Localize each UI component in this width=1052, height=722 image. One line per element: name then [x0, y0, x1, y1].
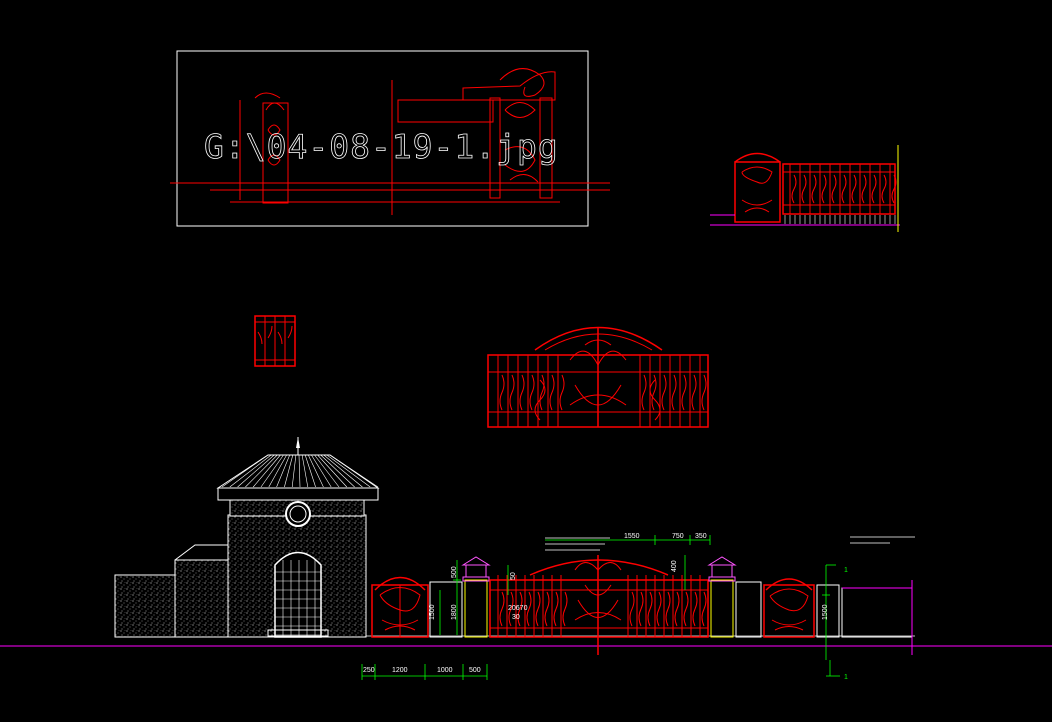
guardhouse[interactable]	[114, 437, 380, 638]
main-gate-elevation-detail[interactable]	[487, 326, 709, 428]
annotation-notes	[545, 536, 915, 551]
right-pedestrian-gate[interactable]	[763, 578, 815, 638]
dim-bottom-1: 1200	[392, 667, 408, 674]
fence-panel-detail[interactable]	[254, 315, 296, 367]
section-mark-bottom: 1	[844, 674, 848, 681]
dim-bottom-2: 1000	[437, 667, 453, 674]
dim-bottom-0: 250	[363, 667, 375, 674]
dim-bottom-3: 500	[469, 667, 481, 674]
xref-image-frame[interactable]: G:\04-08-19-1.jpg	[170, 50, 610, 227]
section-mark-top: 1	[844, 567, 848, 574]
dim-top-2: 350	[695, 533, 707, 540]
dim-vert-5: 1500	[822, 604, 829, 620]
dim-vert-0: 500	[451, 566, 458, 578]
dim-center-1: 30	[512, 614, 520, 621]
main-gate[interactable]	[489, 555, 709, 655]
right-pillar	[707, 556, 737, 638]
dim-top-0: 1550	[624, 533, 640, 540]
dim-top-1: 750	[672, 533, 684, 540]
dim-vert-4: 400	[671, 560, 678, 572]
left-pedestrian-gate[interactable]	[371, 576, 429, 638]
right-wall-panel	[735, 581, 762, 638]
dim-vert-1: 1500	[429, 604, 436, 620]
xref-path-label: G:\04-08-19-1.jpg	[204, 127, 559, 166]
right-wall	[816, 580, 913, 655]
dim-vert-2: 1800	[451, 604, 458, 620]
dim-center-0: 20670	[508, 605, 528, 612]
left-pillar	[461, 556, 491, 638]
fence-bars	[789, 164, 897, 214]
full-elevation[interactable]: 250 1200 1000 500 1550 750 350 500 1500 …	[0, 437, 1052, 681]
dimension-lines	[361, 535, 840, 680]
left-wall-panel	[429, 581, 463, 638]
gate-fence-elevation-small[interactable]	[710, 145, 900, 232]
dim-vert-3: 50	[510, 572, 517, 580]
